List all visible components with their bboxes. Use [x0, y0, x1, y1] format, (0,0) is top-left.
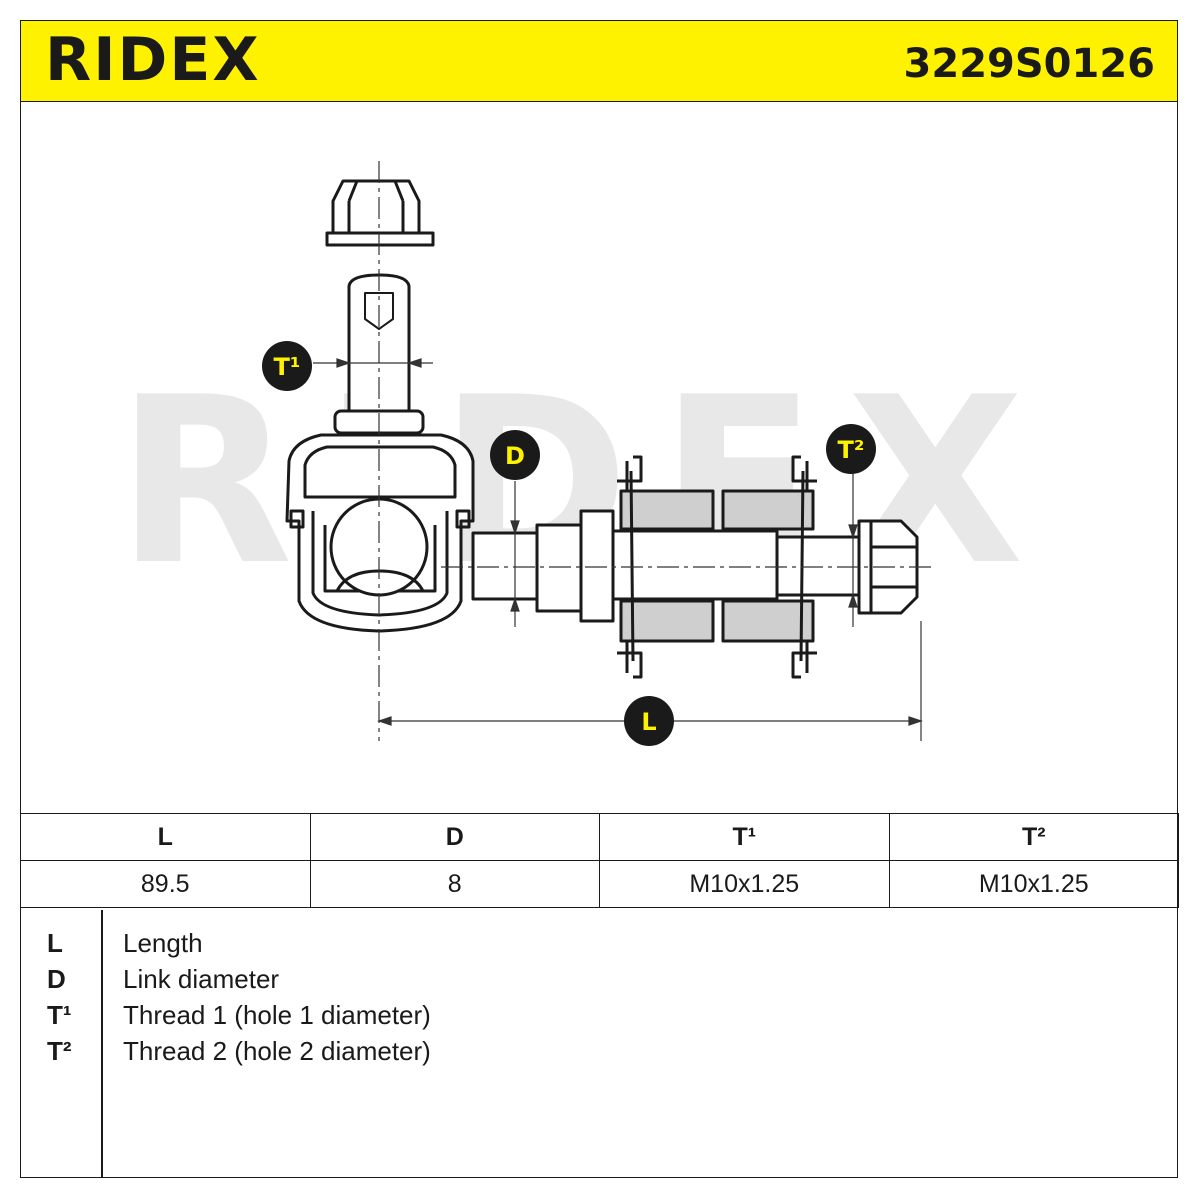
brand-logo: RIDEX	[45, 25, 261, 95]
callout-t2-label: T²	[838, 436, 865, 464]
spec-value-row: 89.5 8 M10x1.25 M10x1.25	[20, 860, 1179, 908]
legend-divider	[101, 910, 103, 1178]
legend-item: D Link diameter	[21, 964, 1177, 1000]
callout-l-label: L	[641, 708, 656, 736]
legend-label: Length	[123, 928, 203, 958]
legend-item: L Length	[21, 928, 1177, 964]
legend: L Length D Link diameter T¹ Thread 1 (ho…	[21, 910, 1177, 1178]
spec-header-row: L D T¹ T²	[20, 813, 1179, 861]
callout-t1-label: T¹	[274, 353, 301, 381]
part-number: 3229S0126	[903, 41, 1155, 87]
callout-l: L	[624, 696, 674, 746]
legend-item: T¹ Thread 1 (hole 1 diameter)	[21, 1000, 1177, 1036]
header-bar: RIDEX 3229S0126	[21, 21, 1177, 102]
legend-item: T² Thread 2 (hole 2 diameter)	[21, 1036, 1177, 1072]
callout-d: D	[490, 430, 540, 480]
spec-value-d: 8	[309, 860, 600, 908]
spec-header-d: D	[309, 813, 600, 861]
spec-value-t2: M10x1.25	[888, 860, 1179, 908]
legend-key: D	[47, 964, 66, 994]
spec-value-l: 89.5	[20, 860, 311, 908]
spec-header-t1: T¹	[599, 813, 890, 861]
legend-label: Thread 1 (hole 1 diameter)	[123, 1000, 431, 1030]
spec-value-t1: M10x1.25	[599, 860, 890, 908]
rubber-bushings	[617, 455, 817, 679]
technical-drawing: RIDEX	[116, 161, 1024, 746]
ball-joint-housing	[285, 433, 475, 633]
callout-t1: T¹	[262, 341, 312, 391]
spec-table: L D T¹ T² 89.5 8 M10x1.25 M10x1.25	[20, 813, 1179, 908]
drawing-frame: RIDEX 3229S0126 RIDEX	[20, 20, 1179, 1178]
legend-key: T¹	[47, 1000, 72, 1030]
top-nut	[325, 179, 435, 247]
callout-d-label: D	[505, 442, 525, 470]
link-shaft	[471, 509, 871, 623]
legend-label: Thread 2 (hole 2 diameter)	[123, 1036, 431, 1066]
legend-key: L	[47, 928, 63, 958]
spec-header-l: L	[20, 813, 311, 861]
legend-label: Link diameter	[123, 964, 280, 994]
callout-t2: T²	[826, 424, 876, 474]
legend-key: T²	[47, 1036, 72, 1066]
spec-header-t2: T²	[888, 813, 1179, 861]
